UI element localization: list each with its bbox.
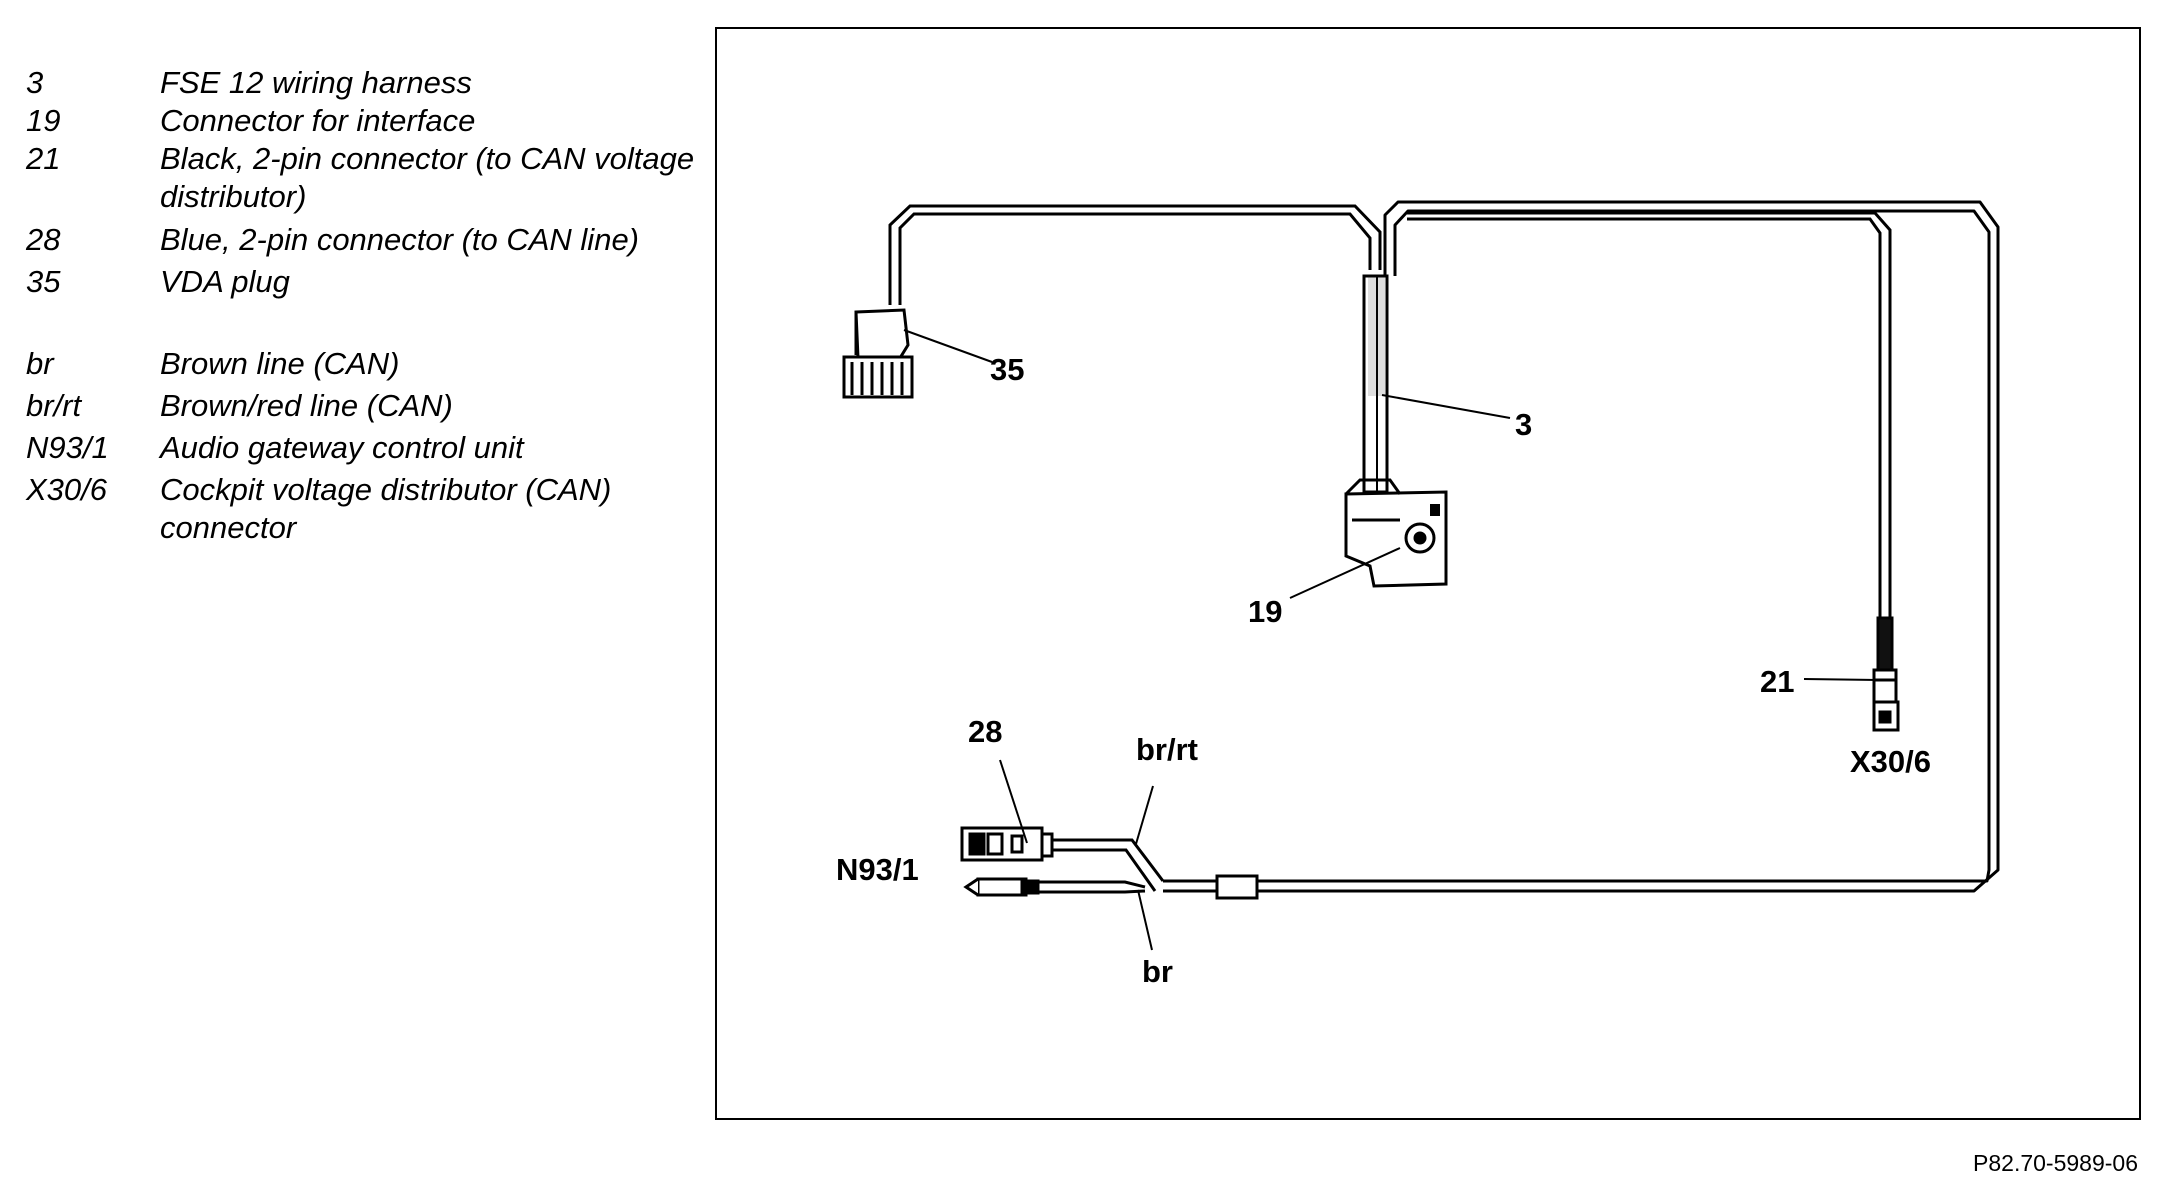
legend-row: X30/6 Cockpit voltage distributor (CAN) … — [26, 471, 706, 547]
legend-key: 3 — [26, 65, 44, 100]
diagram-frame — [715, 27, 2141, 1120]
document-reference: P82.70-5989-06 — [1973, 1150, 2138, 1176]
black-connector-21 — [1872, 616, 1900, 732]
legend-key: 19 — [26, 103, 61, 138]
callout-19: 19 — [1248, 594, 1282, 629]
callout-x30-6: X30/6 — [1850, 744, 1931, 779]
legend-row: br/rt Brown/red line (CAN) — [26, 387, 706, 425]
callout-35: 35 — [990, 352, 1024, 387]
legend-row: 3 FSE 12 wiring harness — [26, 64, 706, 102]
callout-21: 21 — [1760, 664, 1794, 699]
callout-28: 28 — [968, 714, 1002, 749]
legend-desc: Brown/red line (CAN) — [160, 388, 453, 423]
legend-row: 21 Black, 2-pin connector (to CAN voltag… — [26, 140, 706, 216]
legend-key: br — [26, 346, 54, 381]
harness-sleeve — [1215, 874, 1259, 900]
harness-trunk — [1163, 200, 2000, 893]
legend-desc: VDA plug — [160, 264, 290, 299]
legend: 3 FSE 12 wiring harness 19 Connector for… — [26, 64, 706, 547]
legend-desc: Black, 2-pin connector (to CAN voltage d… — [160, 141, 695, 214]
callout-n93-1: N93/1 — [836, 852, 919, 887]
leader-lines — [903, 329, 1879, 951]
legend-row: br Brown line (CAN) — [26, 345, 706, 383]
legend-desc: Brown line (CAN) — [160, 346, 400, 381]
callout-3: 3 — [1515, 407, 1532, 442]
legend-row: 35 VDA plug — [26, 263, 706, 301]
legend-desc: Connector for interface — [160, 103, 476, 138]
legend-desc: Audio gateway control unit — [160, 430, 524, 465]
callout-br-rt: br/rt — [1136, 732, 1198, 767]
pin-lead-br — [963, 877, 1040, 897]
legend-row: 19 Connector for interface — [26, 102, 706, 140]
legend-key: X30/6 — [26, 472, 108, 507]
legend-desc: FSE 12 wiring harness — [160, 65, 472, 100]
callout-br: br — [1142, 954, 1173, 989]
legend-key: br/rt — [26, 388, 82, 423]
blue-connector-28 — [960, 826, 1054, 862]
harness-branch-21 — [1407, 211, 1892, 618]
harness-branch-35 — [888, 204, 1382, 305]
harness-trunk-vertical — [1362, 274, 1389, 494]
vda-plug-35 — [842, 308, 914, 399]
legend-desc: Blue, 2-pin connector (to CAN line) — [160, 222, 640, 257]
legend-key: 35 — [26, 264, 61, 299]
legend-row: 28 Blue, 2-pin connector (to CAN line) — [26, 221, 706, 259]
legend-row: N93/1 Audio gateway control unit — [26, 429, 706, 467]
legend-key: 21 — [26, 141, 61, 176]
legend-desc: Cockpit voltage distributor (CAN) connec… — [160, 472, 612, 545]
interface-connector-19 — [1344, 478, 1448, 588]
legend-key: N93/1 — [26, 430, 109, 465]
legend-key: 28 — [26, 222, 61, 257]
